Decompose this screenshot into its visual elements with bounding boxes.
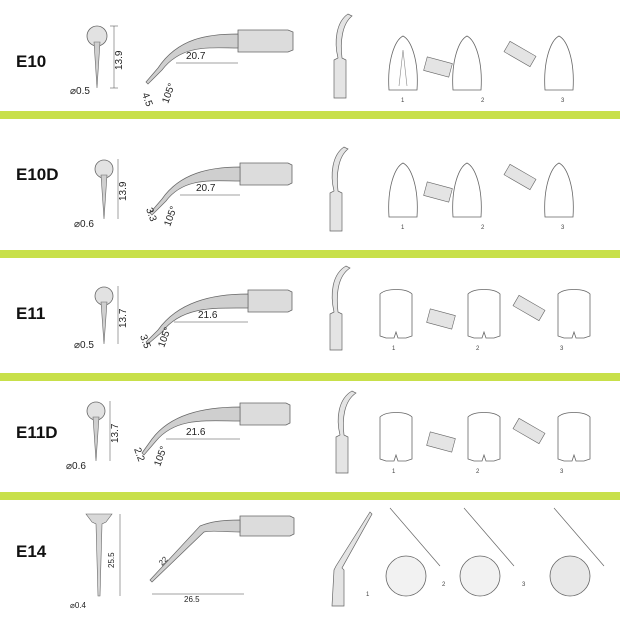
length-dim: 21.6: [186, 427, 206, 438]
step-number: 1: [401, 98, 405, 104]
height-dim: 13.9: [114, 50, 125, 70]
step-number: 1: [366, 592, 370, 598]
step-number: 2: [481, 98, 485, 104]
tip-side-view: 20.7 3.3 105°: [143, 162, 293, 228]
tip-front-view: 13.9 ⌀0.5: [70, 25, 125, 97]
diameter-dim: ⌀0.6: [66, 461, 86, 472]
step-number: 2: [476, 346, 480, 352]
angle-dim: 105°: [152, 445, 169, 468]
short-dim: 2.2: [131, 446, 146, 463]
short-dim: 3.5: [137, 333, 152, 350]
tip-illustration: [329, 146, 349, 232]
height-dim: 13.9: [118, 181, 129, 201]
step-number: 2: [442, 582, 446, 588]
product-row-e10: E10 13.9 ⌀0.5 20.7 4.5 105° 1 2 3: [0, 0, 620, 111]
length-dim: 20.7: [196, 183, 216, 194]
diameter-dim: ⌀0.5: [70, 86, 90, 97]
step-number: 2: [481, 225, 485, 231]
row-separator: [0, 373, 620, 381]
tip-illustration: [329, 265, 351, 351]
length-dim: 20.7: [186, 51, 206, 62]
tip-front-view: 13.7 ⌀0.6: [66, 401, 121, 472]
tip-side-view: 21.6 3.5 105°: [137, 289, 293, 351]
height-dim: 13.7: [110, 423, 121, 443]
product-row-e10d: E10D 13.9 ⌀0.6 20.7 3.3 105° 1 2 3: [0, 119, 620, 250]
tip-front-view: 13.7 ⌀0.5: [74, 286, 129, 351]
model-label: E11D: [16, 423, 58, 442]
usage-diagram: 1 2 3: [379, 412, 591, 475]
angle-dim: 105°: [162, 205, 179, 228]
tip-illustration: 1: [331, 511, 373, 607]
length-dim: 21.6: [198, 310, 218, 321]
step-number: 3: [561, 225, 565, 231]
row-separator: [0, 492, 620, 500]
step-number: 3: [560, 346, 564, 352]
height-dim: 25.5: [107, 552, 116, 568]
usage-diagram: 2 3: [385, 507, 605, 597]
tip-front-view: 13.9 ⌀0.6: [74, 159, 129, 230]
product-row-e11: E11 13.7 ⌀0.5 21.6 3.5 105° 1 2 3: [0, 258, 620, 373]
model-label: E10: [16, 52, 47, 71]
step-number: 1: [401, 225, 405, 231]
step-number: 1: [392, 346, 396, 352]
tip-illustration: [333, 13, 353, 99]
step-number: 3: [561, 98, 565, 104]
step-number: 3: [522, 582, 526, 588]
height-dim: 13.7: [118, 308, 129, 328]
usage-diagram: 1 2 3: [388, 35, 574, 104]
usage-diagram: 1 2 3: [388, 162, 574, 231]
step-number: 1: [392, 469, 396, 475]
tip-illustration: [335, 390, 357, 474]
short-dim: 4.5: [139, 91, 154, 108]
row-separator: [0, 111, 620, 119]
tip-side-view: 26.5 22: [149, 515, 295, 604]
diameter-dim: ⌀0.6: [74, 219, 94, 230]
usage-diagram: 1 2 3: [379, 289, 591, 352]
model-label: E10D: [16, 165, 59, 184]
product-row-e11d: E11D 13.7 ⌀0.6 21.6 2.2 105° 1 2 3: [0, 381, 620, 492]
tip-side-view: 21.6 2.2 105°: [131, 402, 291, 468]
short-dim: 3.3: [143, 206, 158, 223]
tip-side-view: 20.7 4.5 105°: [139, 29, 294, 109]
product-row-e14: E14 25.5 ⌀0.4 26.5 22 1 2 3: [0, 500, 620, 620]
row-separator: [0, 250, 620, 258]
angle-dim: 105°: [160, 82, 177, 105]
model-label: E14: [16, 542, 47, 561]
diameter-dim: ⌀0.5: [74, 340, 94, 351]
step-number: 3: [560, 469, 564, 475]
diameter-dim: ⌀0.4: [70, 601, 86, 610]
model-label: E11: [16, 304, 46, 323]
tip-front-view: 25.5 ⌀0.4: [70, 513, 121, 610]
step-number: 2: [476, 469, 480, 475]
length-dim: 26.5: [184, 595, 200, 604]
